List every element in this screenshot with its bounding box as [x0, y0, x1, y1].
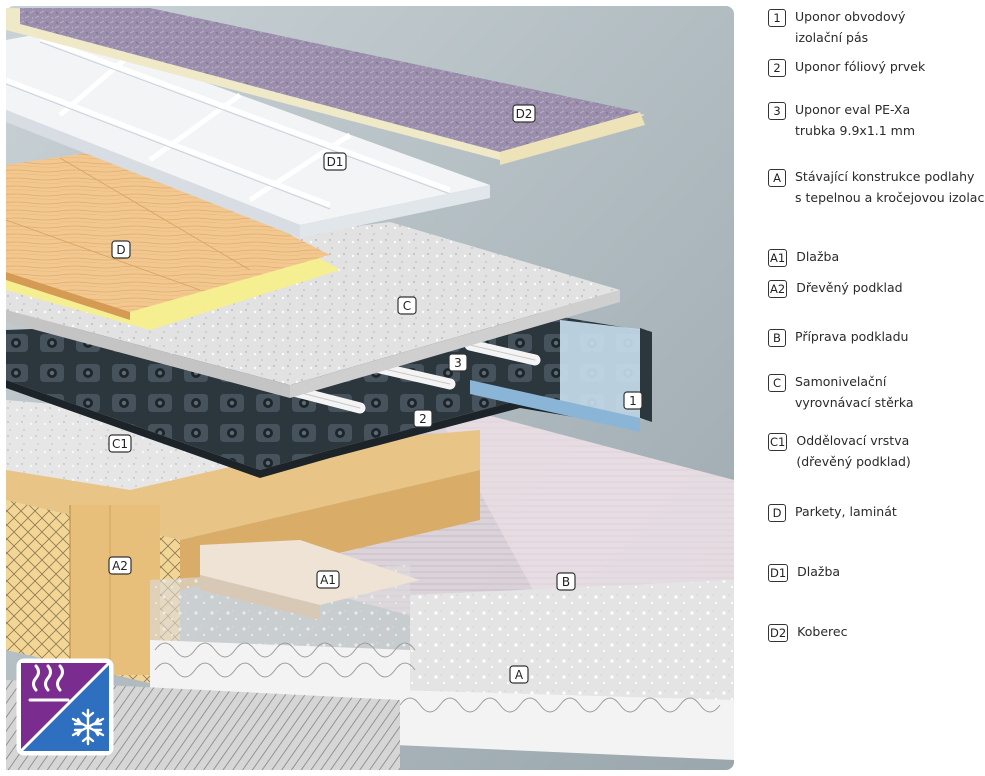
- legend-text: Dlažba: [796, 246, 839, 267]
- tag-2: 2: [413, 409, 433, 428]
- tag-c: C: [397, 296, 417, 315]
- svg-text:C1: C1: [112, 437, 128, 451]
- svg-text:A1: A1: [320, 573, 336, 587]
- legend-text: Koberec: [797, 621, 847, 642]
- legend-line: Samonivelační: [795, 374, 887, 389]
- tag-d1: D1: [323, 152, 347, 171]
- tag-a: A: [509, 665, 529, 684]
- legend-line: Koberec: [797, 624, 848, 639]
- legend-text: Dlažba: [797, 561, 840, 582]
- legend-item: 1 Uponor obvodový izolační pás: [768, 8, 905, 48]
- svg-text:D: D: [116, 243, 125, 257]
- legend-badge: 1: [768, 9, 786, 27]
- svg-text:D2: D2: [516, 107, 533, 121]
- legend-line: Oddělovací vrstva: [796, 433, 910, 448]
- legend-line: Dlažba: [797, 564, 841, 579]
- legend-badge: A: [768, 169, 786, 187]
- legend-text: Parkety, laminát: [795, 501, 897, 522]
- svg-text:3: 3: [454, 356, 462, 370]
- layer-d-parquet: [5, 148, 340, 330]
- legend-text: Dřevěný podklad: [796, 277, 902, 298]
- legend-line: trubka 9.9x1.1 mm: [795, 123, 916, 138]
- legend-line: Stávající konstrukce podlahy: [795, 169, 975, 184]
- legend-line: (dřevěný podklad): [796, 454, 911, 469]
- legend-text: Samonivelační vyrovnávací stěrka: [795, 371, 914, 413]
- legend-line: Dlažba: [796, 249, 840, 264]
- legend-item: A2 Dřevěný podklad: [768, 279, 903, 298]
- legend-text: Uponor fóliový prvek: [795, 56, 925, 77]
- legend-item: B Příprava podkladu: [768, 328, 908, 347]
- heat-waves-icon: [28, 664, 70, 702]
- legend-line: Parkety, laminát: [795, 504, 897, 519]
- tag-d: D: [111, 240, 131, 259]
- snowflake-icon: [71, 708, 105, 746]
- legend-item: C Samonivelační vyrovnávací stěrka: [768, 373, 914, 413]
- svg-text:1: 1: [629, 394, 637, 408]
- tag-b: B: [556, 572, 576, 591]
- legend-badge: 3: [768, 102, 786, 120]
- legend-line: izolační pás: [795, 30, 869, 45]
- tag-a1: A1: [316, 570, 340, 589]
- legend-item: 2 Uponor fóliový prvek: [768, 58, 925, 77]
- legend-item: 3 Uponor eval PE-Xa trubka 9.9x1.1 mm: [768, 101, 915, 141]
- svg-text:B: B: [562, 575, 570, 589]
- svg-text:A2: A2: [112, 559, 128, 573]
- tag-3: 3: [448, 353, 468, 372]
- layer-d1-tiles: [5, 30, 490, 238]
- legend-item: D Parkety, laminát: [768, 503, 897, 522]
- legend-text: Příprava podkladu: [795, 326, 908, 347]
- legend-item: D2 Koberec: [768, 623, 847, 642]
- legend-item: D1 Dlažba: [768, 563, 840, 582]
- floor-layers-illustration: D2 D1 D C 3 2 1 C1 A2 A1 B A: [5, 6, 734, 770]
- legend-line: Uponor eval PE-Xa: [795, 102, 911, 117]
- legend-badge: D: [768, 504, 786, 522]
- legend-text: Uponor eval PE-Xa trubka 9.9x1.1 mm: [795, 99, 915, 141]
- legend-badge: B: [768, 329, 786, 347]
- legend-line: Příprava podkladu: [795, 329, 909, 344]
- legend-badge: A1: [768, 249, 788, 267]
- legend-item: A Stávající konstrukce podlahy s tepelnou …: [768, 168, 985, 208]
- legend-badge: D2: [768, 624, 789, 642]
- tag-c1: C1: [108, 434, 132, 453]
- legend-item: C1 Oddělovací vrstva (dřevěný podklad): [768, 432, 911, 472]
- legend-text: Oddělovací vrstva (dřevěný podklad): [796, 430, 910, 472]
- legend-badge: A2: [768, 280, 788, 298]
- legend-line: Uponor obvodový: [795, 9, 906, 24]
- legend-badge: C1: [768, 433, 788, 451]
- legend-text: Uponor obvodový izolační pás: [795, 6, 905, 48]
- legend-badge: D1: [768, 564, 789, 582]
- svg-text:C: C: [403, 299, 411, 313]
- tag-a2: A2: [108, 556, 132, 575]
- legend-item: A1 Dlažba: [768, 248, 839, 267]
- svg-text:D1: D1: [327, 155, 344, 169]
- tag-1: 1: [623, 391, 643, 410]
- legend-badge: C: [768, 374, 786, 392]
- layer-3-pipes: [284, 339, 541, 414]
- legend-line: Dřevěný podklad: [796, 280, 903, 295]
- svg-text:A: A: [515, 668, 524, 682]
- layer-d2-carpet: [6, 8, 645, 165]
- tag-d2: D2: [512, 104, 536, 123]
- heating-cooling-badge: [16, 658, 114, 756]
- legend-line: s tepelnou a kročejovou izolací: [795, 190, 985, 205]
- legend-line: vyrovnávací stěrka: [795, 395, 914, 410]
- legend-badge: 2: [768, 59, 786, 77]
- legend-text: Stávající konstrukce podlahy s tepelnou a…: [795, 166, 985, 208]
- svg-text:2: 2: [419, 412, 427, 426]
- legend-line: Uponor fóliový prvek: [795, 59, 926, 74]
